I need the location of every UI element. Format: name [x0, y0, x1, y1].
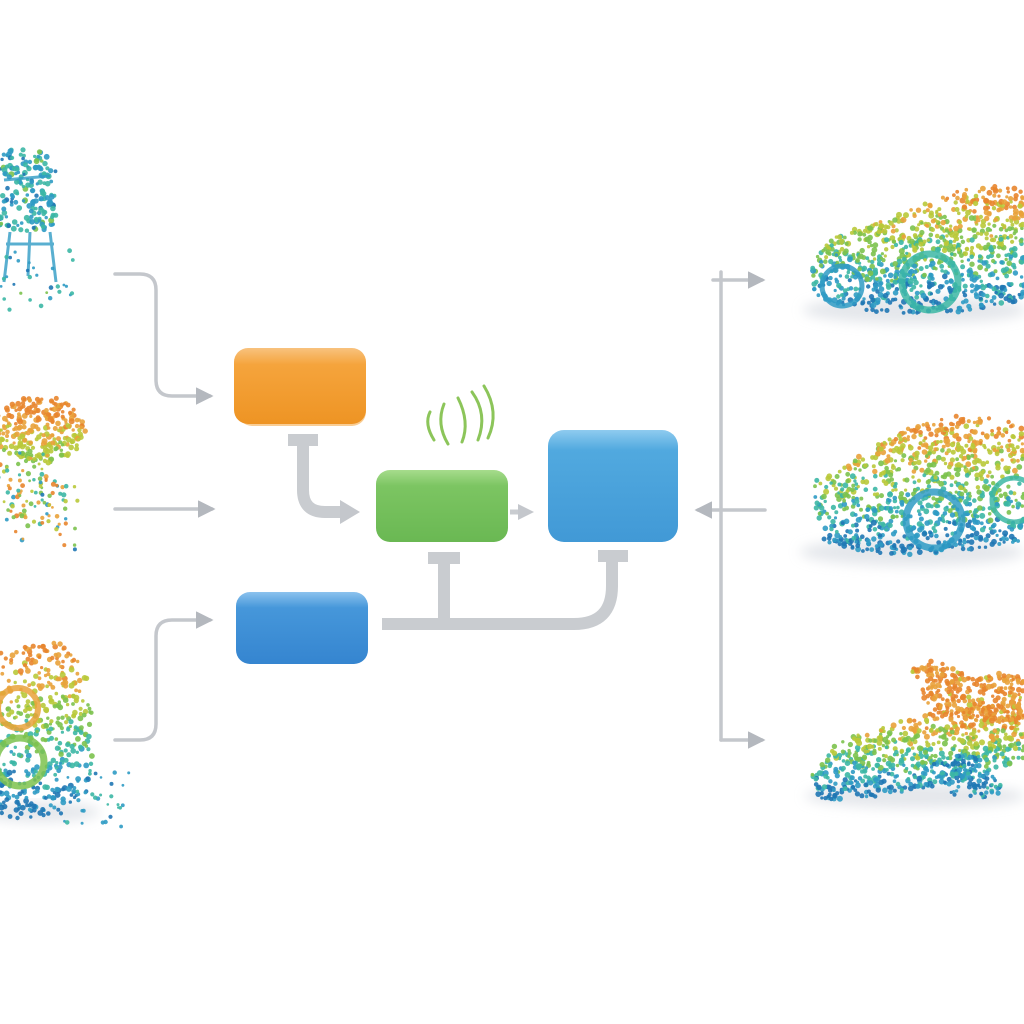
- module-blue-small-body: [236, 592, 368, 664]
- partial-shape-point-cloud-icon: [0, 395, 88, 552]
- module-connectors: [288, 434, 628, 630]
- signal-waves-icon: [426, 384, 495, 446]
- module-arrowheads: [340, 500, 534, 524]
- module-blue-small: [236, 592, 368, 664]
- input-connectors: [113, 272, 216, 742]
- connector-vehicle-to-blue: [113, 611, 214, 742]
- module-orange-body: [234, 348, 366, 424]
- chair-point-cloud-icon: [0, 147, 75, 312]
- arrowhead-green-to-blue: [518, 504, 534, 520]
- output-connectors: [694, 270, 767, 749]
- module-green-body: [376, 470, 508, 542]
- module-orange: [234, 348, 366, 426]
- module-blue-large: [548, 430, 678, 542]
- module-green: [376, 470, 508, 542]
- arrowhead-into-green: [340, 500, 360, 524]
- connector-bus: [382, 556, 618, 630]
- airplane-point-cloud-icon: [805, 658, 1024, 808]
- vehicle-fragment-point-cloud-icon: [0, 640, 131, 829]
- sedan-point-cloud-icon: [803, 184, 1024, 324]
- module-blue-large-body: [548, 430, 678, 542]
- connector-orange-to-green: [297, 440, 342, 518]
- car-point-cloud-icon: [800, 413, 1024, 566]
- connector-chair-to-orange: [113, 272, 214, 405]
